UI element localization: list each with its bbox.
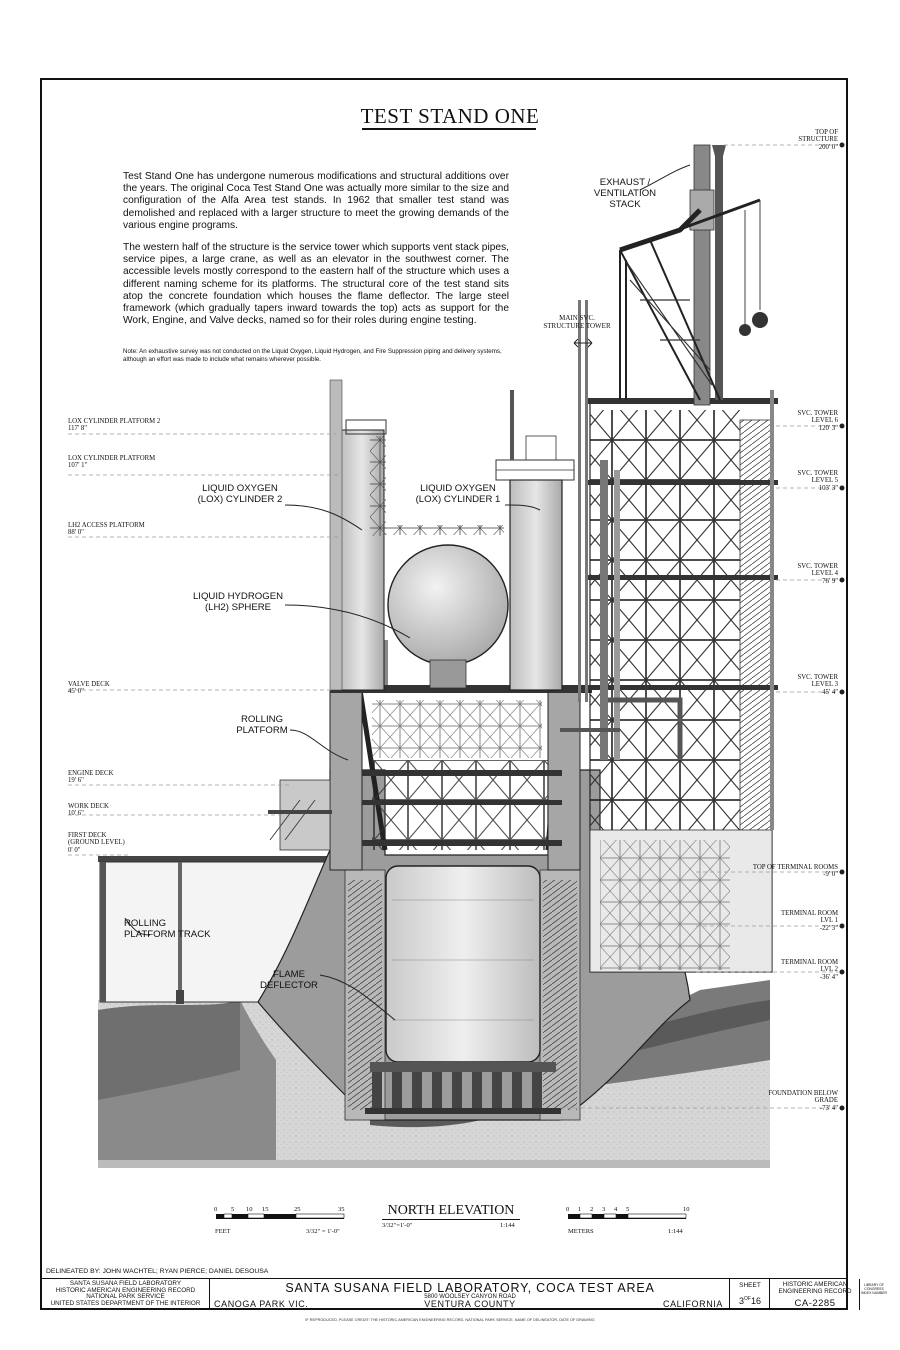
- callout-rolling-platform: ROLLING PLATFORM: [236, 714, 288, 736]
- scale-bar-meters: [568, 1213, 687, 1219]
- elevation-ratio: 1:144: [500, 1222, 515, 1229]
- reproduction-credit: IF REPRODUCED, PLEASE CREDIT: THE HISTOR…: [305, 1318, 595, 1322]
- project-name: SANTA SUSANA FIELD LABORATORY, COCA TEST…: [285, 1281, 655, 1295]
- survey-note: Note: An exhaustive survey was not condu…: [123, 348, 502, 363]
- level-label-first-deck: FIRST DECK (GROUND LEVEL)0' 0": [68, 832, 125, 854]
- meters-unit: METERS: [568, 1228, 594, 1235]
- project-county: VENTURA COUNTY: [424, 1299, 516, 1309]
- meters-tick-0: 0: [566, 1206, 570, 1213]
- feet-tick-35: 35: [338, 1206, 345, 1213]
- feet-tick-5: 5: [231, 1206, 235, 1213]
- meters-tick-3: 3: [602, 1206, 606, 1213]
- feet-tick-0: 0: [214, 1206, 218, 1213]
- level-label-top-terminal-rooms: TOP OF TERMINAL ROOMS-9' 0": [752, 864, 838, 879]
- title-block-loc: LIBRARY OF CONGRESS INDEX NUMBER: [861, 1283, 887, 1295]
- intro-paragraph-2: The western half of the structure is the…: [123, 242, 509, 327]
- callout-rolling-platform-track: ROLLING PLATFORM TRACK: [124, 918, 211, 940]
- haer-number: CA-2285: [794, 1298, 836, 1309]
- callout-flame-deflector: FLAME DEFLECTOR: [260, 969, 318, 991]
- feet-tick-25: 25: [294, 1206, 301, 1213]
- page-title: TEST STAND ONE: [360, 104, 540, 128]
- meters-tick-2: 2: [590, 1206, 594, 1213]
- callout-exhaust-stack: EXHAUST / VENTILATION STACK: [593, 177, 657, 210]
- sheet-label: SHEET: [739, 1282, 761, 1289]
- meters-tick-10: 10: [683, 1206, 690, 1213]
- title-block-agency: SANTA SUSANA FIELD LABORATORY HISTORIC A…: [42, 1279, 210, 1310]
- elevation-title: NORTH ELEVATION: [387, 1203, 515, 1218]
- haer-label: HISTORIC AMERICAN ENGINEERING RECORD: [778, 1281, 852, 1295]
- meters-tick-1: 1: [578, 1206, 582, 1213]
- callout-main-svc-tower: MAIN SVC. STRUCTURE TOWER: [543, 314, 611, 330]
- meters-tick-5: 5: [626, 1206, 630, 1213]
- meters-ratio: 1:144: [668, 1228, 683, 1235]
- intro-text: Test Stand One has undergone numerous mo…: [123, 171, 509, 337]
- scale-bar-feet: [216, 1213, 345, 1219]
- drawing-border: [40, 78, 848, 1310]
- title-block-haer: HISTORIC AMERICAN ENGINEERING RECORD CA-…: [770, 1279, 860, 1310]
- feet-tick-15: 15: [262, 1206, 269, 1213]
- feet-unit: FEET: [215, 1228, 231, 1235]
- title-block: SANTA SUSANA FIELD LABORATORY HISTORIC A…: [42, 1278, 887, 1310]
- meters-tick-4: 4: [614, 1206, 618, 1213]
- level-label-terminal-room-1: TERMINAL ROOM LVL 1-22' 3": [781, 910, 838, 932]
- project-state: CALIFORNIA: [662, 1299, 723, 1309]
- title-block-sheet: SHEET 3OF16: [730, 1279, 770, 1310]
- elevation-scale: 3/32"=1'-0": [382, 1222, 413, 1229]
- project-address: 5800 WOOLSEY CANYON ROAD: [424, 1294, 516, 1300]
- sheet-number: 3OF16: [739, 1296, 761, 1306]
- title-block-project: SANTA SUSANA FIELD LABORATORY, COCA TEST…: [210, 1279, 730, 1310]
- feet-ratio: 3/32" = 1'-0": [306, 1228, 340, 1235]
- callout-lox-cylinder-2: LIQUID OXYGEN (LOX) CYLINDER 2: [197, 483, 283, 505]
- intro-paragraph-1: Test Stand One has undergone numerous mo…: [123, 171, 509, 231]
- callout-lox-cylinder-1: LIQUID OXYGEN (LOX) CYLINDER 1: [415, 483, 501, 505]
- feet-tick-10: 10: [246, 1206, 253, 1213]
- delineated-by: DELINEATED BY: JOHN WACHTEL; RYAN PIERCE…: [46, 1268, 269, 1275]
- level-label-foundation: FOUNDATION BELOW GRADE-73' 4": [768, 1090, 838, 1112]
- project-city: CANOGA PARK VIC.: [214, 1299, 309, 1309]
- title-underline: [362, 128, 536, 130]
- callout-lh2-sphere: LIQUID HYDROGEN (LH2) SPHERE: [192, 591, 284, 613]
- level-label-terminal-room-2: TERMINAL ROOM LVL 2-36' 4": [781, 959, 838, 981]
- elevation-underline: [382, 1219, 520, 1220]
